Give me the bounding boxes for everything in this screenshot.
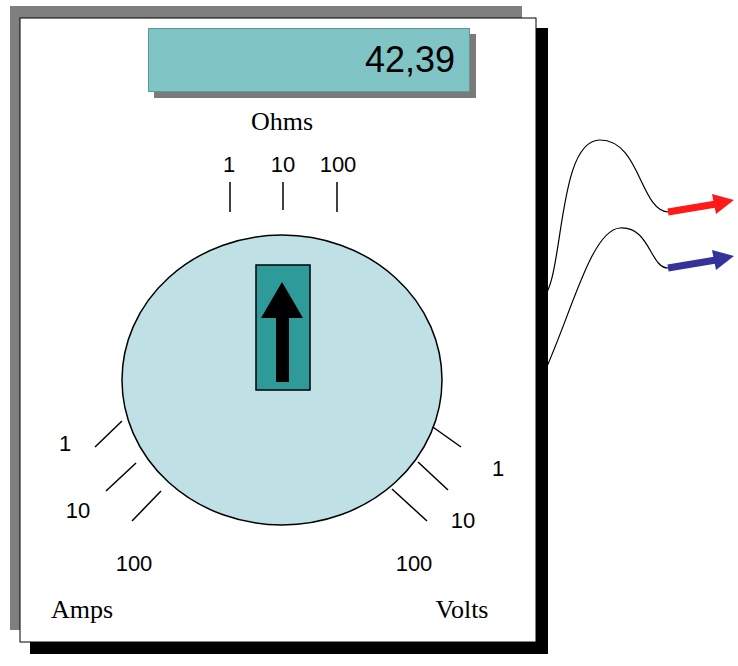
range-value: 10 — [66, 500, 90, 522]
range-value: 10 — [451, 510, 475, 532]
probe-blue — [668, 250, 734, 270]
probe-red — [668, 194, 734, 214]
range-heading: Amps — [51, 597, 113, 623]
selector-dial — [122, 235, 442, 525]
range-value: 1 — [492, 458, 504, 480]
knob-arrow — [261, 282, 303, 382]
range-heading: Ohms — [251, 109, 313, 135]
test-leads — [540, 140, 668, 382]
range-value: 1 — [223, 154, 235, 176]
range-value: 10 — [271, 154, 295, 176]
range-heading: Volts — [436, 597, 489, 623]
readout-value: 42,39 — [163, 39, 455, 81]
dial-knob — [256, 265, 310, 390]
range-value: 100 — [396, 553, 433, 575]
range-value: 1 — [59, 433, 71, 455]
range-value: 100 — [320, 154, 357, 176]
meter-body — [20, 18, 536, 642]
display-readout: 42,39 — [148, 28, 470, 92]
range-value: 100 — [116, 553, 153, 575]
